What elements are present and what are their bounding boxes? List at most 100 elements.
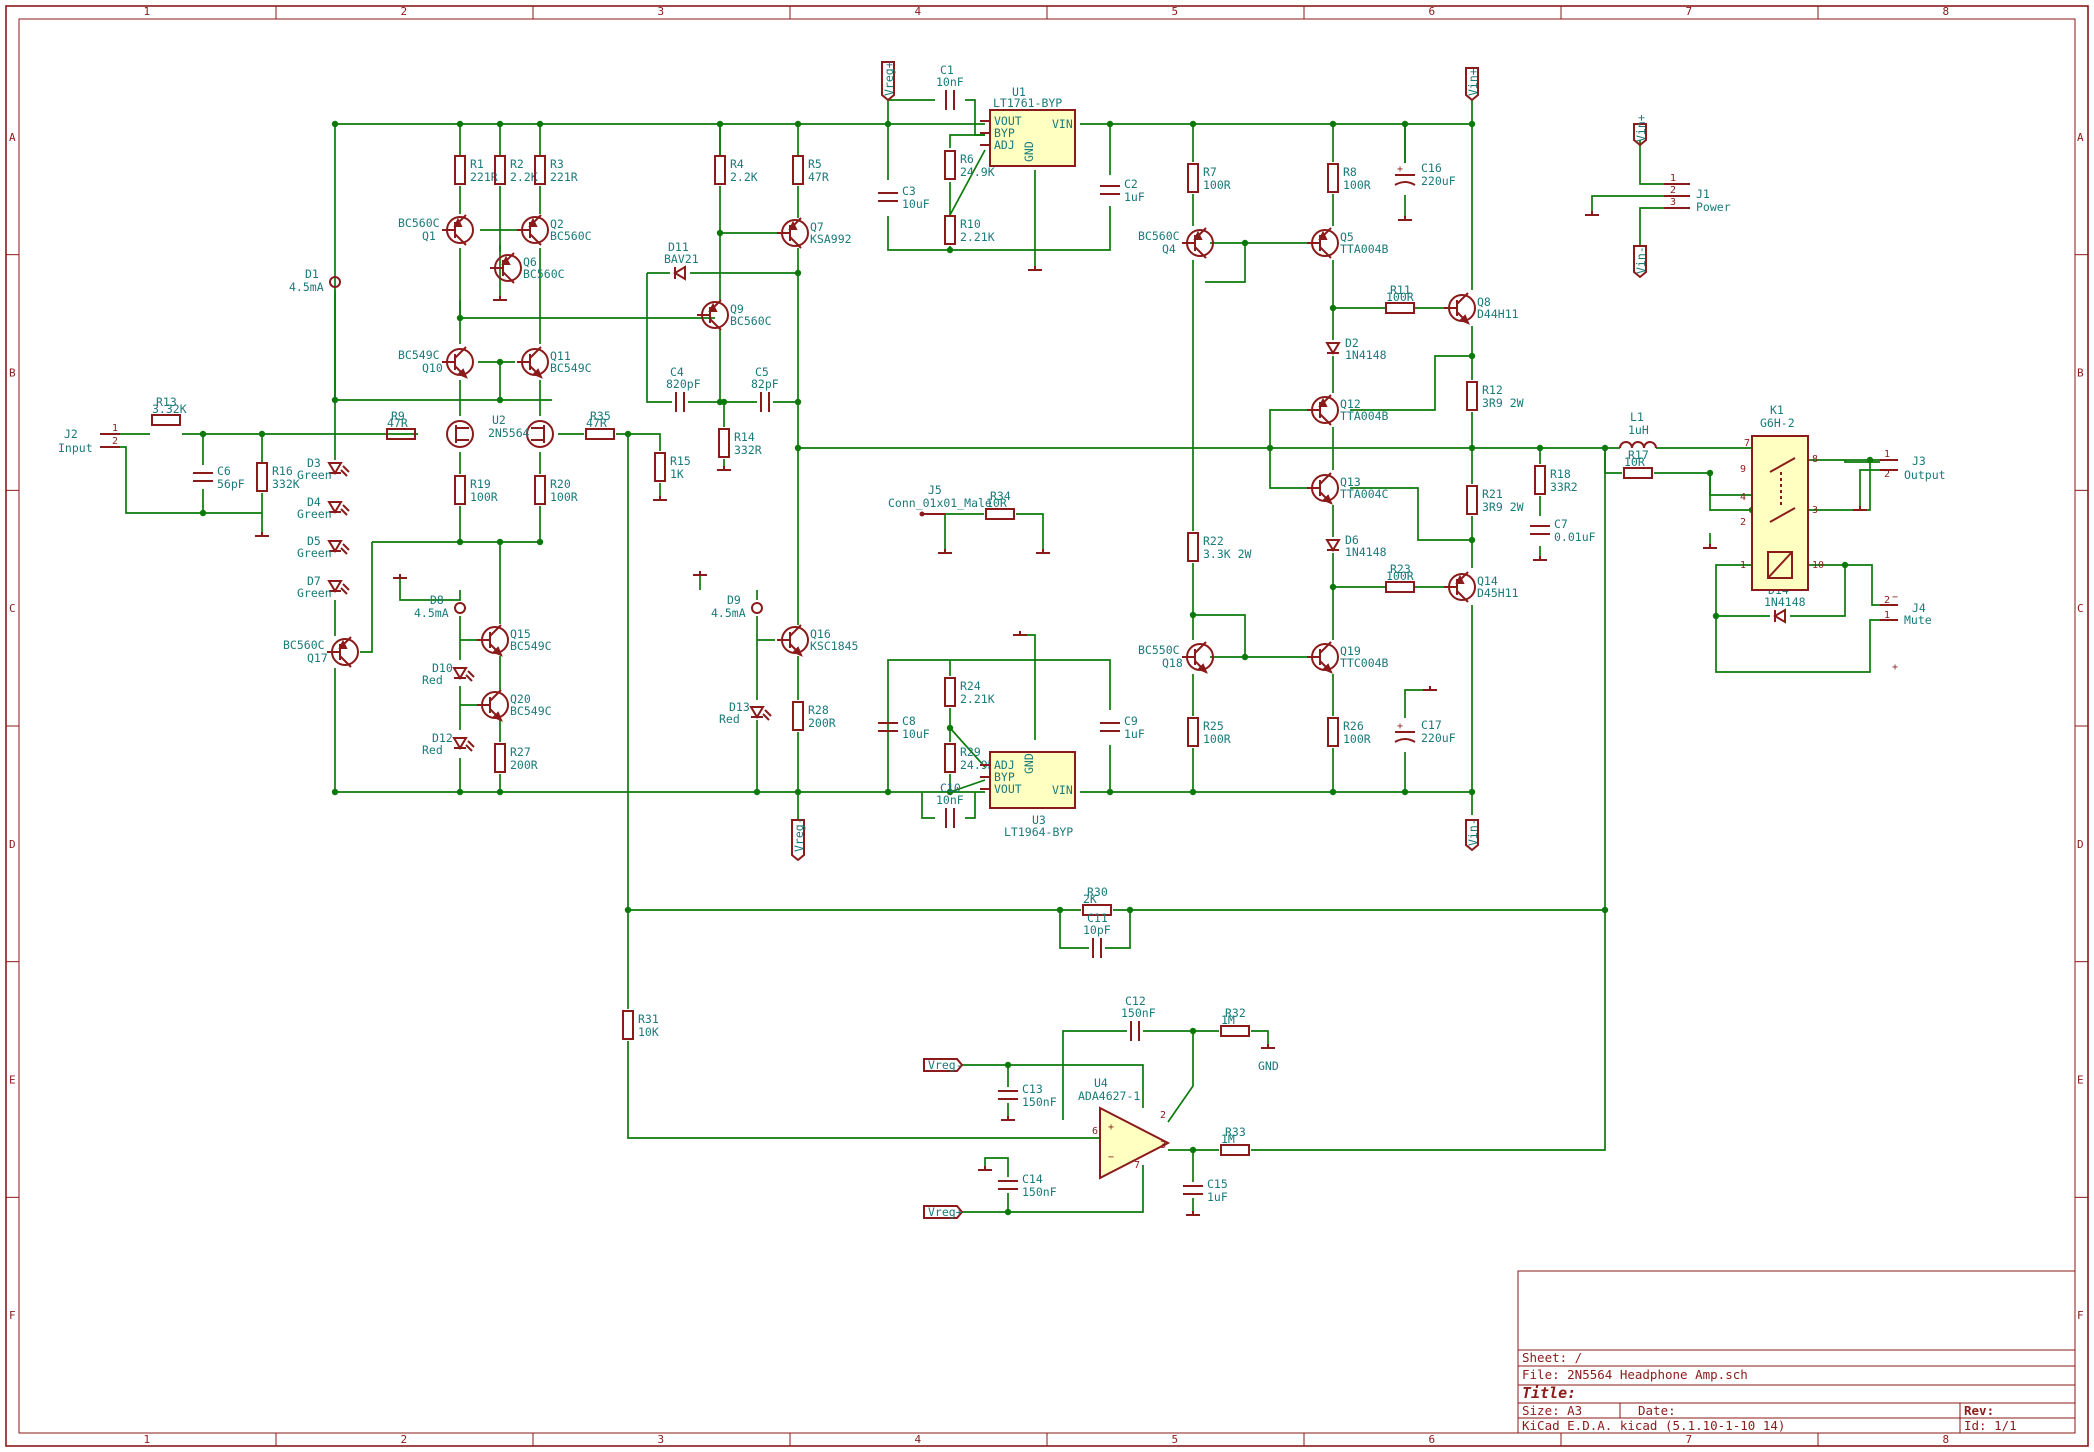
svg-text:10: 10: [1812, 560, 1824, 571]
value-label: 10uF: [902, 727, 930, 741]
ref-label: R1: [470, 157, 484, 171]
value-label: 221R: [470, 170, 498, 184]
pin-name: VIN: [1052, 783, 1073, 797]
col-marker: 2: [401, 5, 408, 18]
current-source-d9: D94.5mA: [711, 593, 763, 620]
ref-label: R28: [808, 703, 829, 717]
junction-dot: [496, 120, 504, 128]
ground-icon: [393, 574, 407, 579]
capacitors: C656pFC4820pFC582pFC110nFC310uFC21uFC810…: [193, 63, 1596, 1204]
ref-label: Q20: [510, 692, 531, 706]
value-label: 1uF: [1207, 1190, 1228, 1204]
junction-dot: [1468, 352, 1476, 360]
value-label: 10uF: [902, 197, 930, 211]
value-label: 33R2: [1550, 480, 1578, 494]
ref-label: R6: [960, 152, 974, 166]
junction-dot: [1241, 239, 1249, 247]
ref-label: Q4: [1162, 242, 1176, 256]
ref-label: R30: [1087, 885, 1108, 899]
junction-dot: [1004, 1061, 1012, 1069]
junction-dot: [1841, 561, 1849, 569]
junction-dot: [884, 120, 892, 128]
ground-icon: [1036, 549, 1050, 554]
ref-label: U1: [1012, 85, 1026, 99]
k1-ref: K1: [1770, 403, 1784, 417]
junction-dot: [716, 229, 724, 237]
row-marker: D: [2077, 838, 2084, 851]
tb-tool: KiCad E.D.A. kicad (5.1.10-1-10_14): [1522, 1418, 1785, 1433]
ref-label: Q9: [730, 302, 744, 316]
j1-value: Power: [1696, 200, 1731, 214]
ref-label: R14: [734, 430, 755, 444]
ref-label: D6: [1345, 533, 1359, 547]
current-source-d8: D84.5mA: [414, 593, 466, 620]
value-label: 2.21K: [960, 692, 995, 706]
junction-dot: [456, 120, 464, 128]
j5-value: Conn_01x01_Male: [888, 496, 992, 510]
j3-value: Output: [1904, 468, 1946, 482]
value-label: 0.01uF: [1554, 530, 1596, 544]
ref-label: C12: [1125, 994, 1146, 1008]
value-label: 10R: [1624, 455, 1645, 469]
ref-label: D8: [430, 593, 444, 607]
junction-dot: [1468, 444, 1476, 452]
pin-name: BYP: [994, 126, 1015, 140]
ref-label: Q15: [510, 627, 531, 641]
junction-dot: [946, 788, 954, 796]
ref-label: C11: [1087, 911, 1108, 925]
junction-dot: [946, 724, 954, 732]
j5-ref: J5: [928, 483, 942, 497]
value-label: BC560C: [550, 229, 592, 243]
svg-text:Vreg-: Vreg-: [792, 817, 806, 852]
junction-dot: [331, 788, 339, 796]
ref-label: R32: [1225, 1006, 1246, 1020]
svg-text:Vreg+: Vreg+: [928, 1205, 963, 1219]
value-label: KSC1845: [810, 639, 858, 653]
value-label: KSA992: [810, 232, 852, 246]
junction-dot: [1189, 120, 1197, 128]
leds: D3GreenD4GreenD5GreenD7GreenD10RedD12Red…: [297, 456, 772, 757]
resistors: R133.32KR16332KR947RR1221RR22.2KR3221RR1…: [151, 150, 1653, 1156]
junction-dot: [199, 430, 207, 438]
value-label: 1M: [1221, 1013, 1235, 1027]
l1-value: 1uH: [1628, 423, 1649, 437]
value-label: 100R: [1203, 178, 1231, 192]
j2-value: Input: [58, 441, 93, 455]
tb-sheet: Sheet: /: [1522, 1350, 1582, 1365]
value-label: 1uF: [1124, 190, 1145, 204]
value-label: 2.2K: [510, 170, 538, 184]
junction-dot: [1126, 906, 1134, 914]
ground-icon: [1398, 216, 1412, 221]
ref-label: C15: [1207, 1177, 1228, 1191]
pin-name: GND: [1022, 753, 1036, 774]
value-label: 1K: [670, 467, 684, 481]
ref-label: R22: [1203, 534, 1224, 548]
junction-dot: [884, 788, 892, 796]
junction-dot: [1189, 1146, 1197, 1154]
value-label: BC549C: [550, 361, 592, 375]
value-label: TTA004C: [1340, 487, 1389, 501]
ground-icon: [1703, 544, 1717, 549]
ground-icon: [1423, 686, 1437, 691]
col-marker: 3: [658, 1433, 665, 1446]
ref-label: R35: [590, 409, 611, 423]
ref-label: R20: [550, 477, 571, 491]
junction-dot: [1401, 120, 1409, 128]
junction-dot: [536, 120, 544, 128]
